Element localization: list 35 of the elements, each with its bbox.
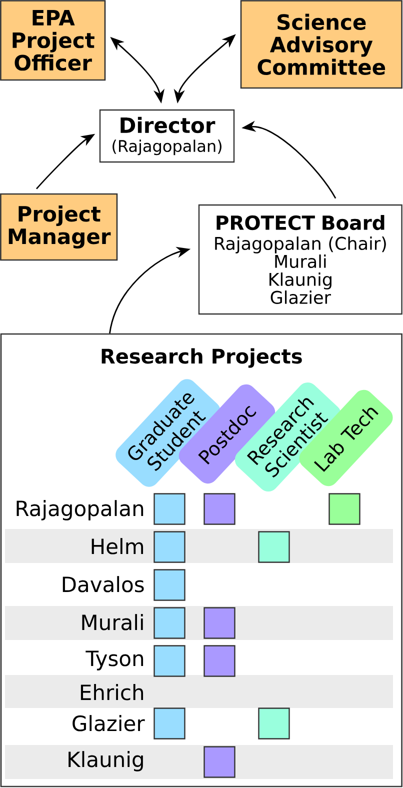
role-box: Science Advisory Committee bbox=[240, 0, 402, 89]
box-line: Murali bbox=[275, 254, 326, 268]
square-marker bbox=[258, 531, 290, 563]
row-label: Rajagopalan bbox=[16, 500, 144, 520]
square-marker bbox=[204, 645, 236, 677]
box-line: Rajagopalan (Chair) bbox=[215, 236, 386, 254]
row-label: Klaunig bbox=[68, 751, 143, 772]
box-line: Klaunig bbox=[270, 272, 332, 290]
row-label: Tyson bbox=[86, 650, 144, 670]
box-line: Glazier bbox=[270, 290, 331, 304]
role-box: EPA Project Officer bbox=[0, 0, 106, 81]
panel-box bbox=[0, 333, 402, 788]
square-marker bbox=[204, 746, 236, 778]
square-marker bbox=[154, 569, 186, 601]
row-label: Murali bbox=[82, 614, 143, 630]
info-box bbox=[99, 109, 235, 163]
panel-title: Research Projects bbox=[102, 348, 302, 368]
row-label: Davalos bbox=[62, 576, 144, 592]
square-marker bbox=[154, 493, 186, 525]
box-heading: PROTECT Board bbox=[216, 215, 384, 230]
square-marker bbox=[154, 531, 186, 563]
row-label: Ehrich bbox=[80, 684, 144, 700]
square-marker bbox=[154, 607, 186, 639]
row-label: Helm bbox=[92, 538, 144, 554]
square-marker bbox=[258, 708, 290, 740]
square-marker bbox=[204, 607, 236, 639]
square-marker bbox=[204, 493, 236, 525]
square-marker bbox=[154, 708, 186, 740]
role-box: Project Manager bbox=[0, 193, 118, 261]
box-heading: Director bbox=[120, 116, 216, 134]
row-label: Glazier bbox=[72, 715, 145, 732]
square-marker bbox=[154, 645, 186, 677]
info-box bbox=[198, 204, 402, 315]
box-line: (Rajagopalan) bbox=[112, 140, 222, 156]
square-marker bbox=[328, 493, 360, 525]
